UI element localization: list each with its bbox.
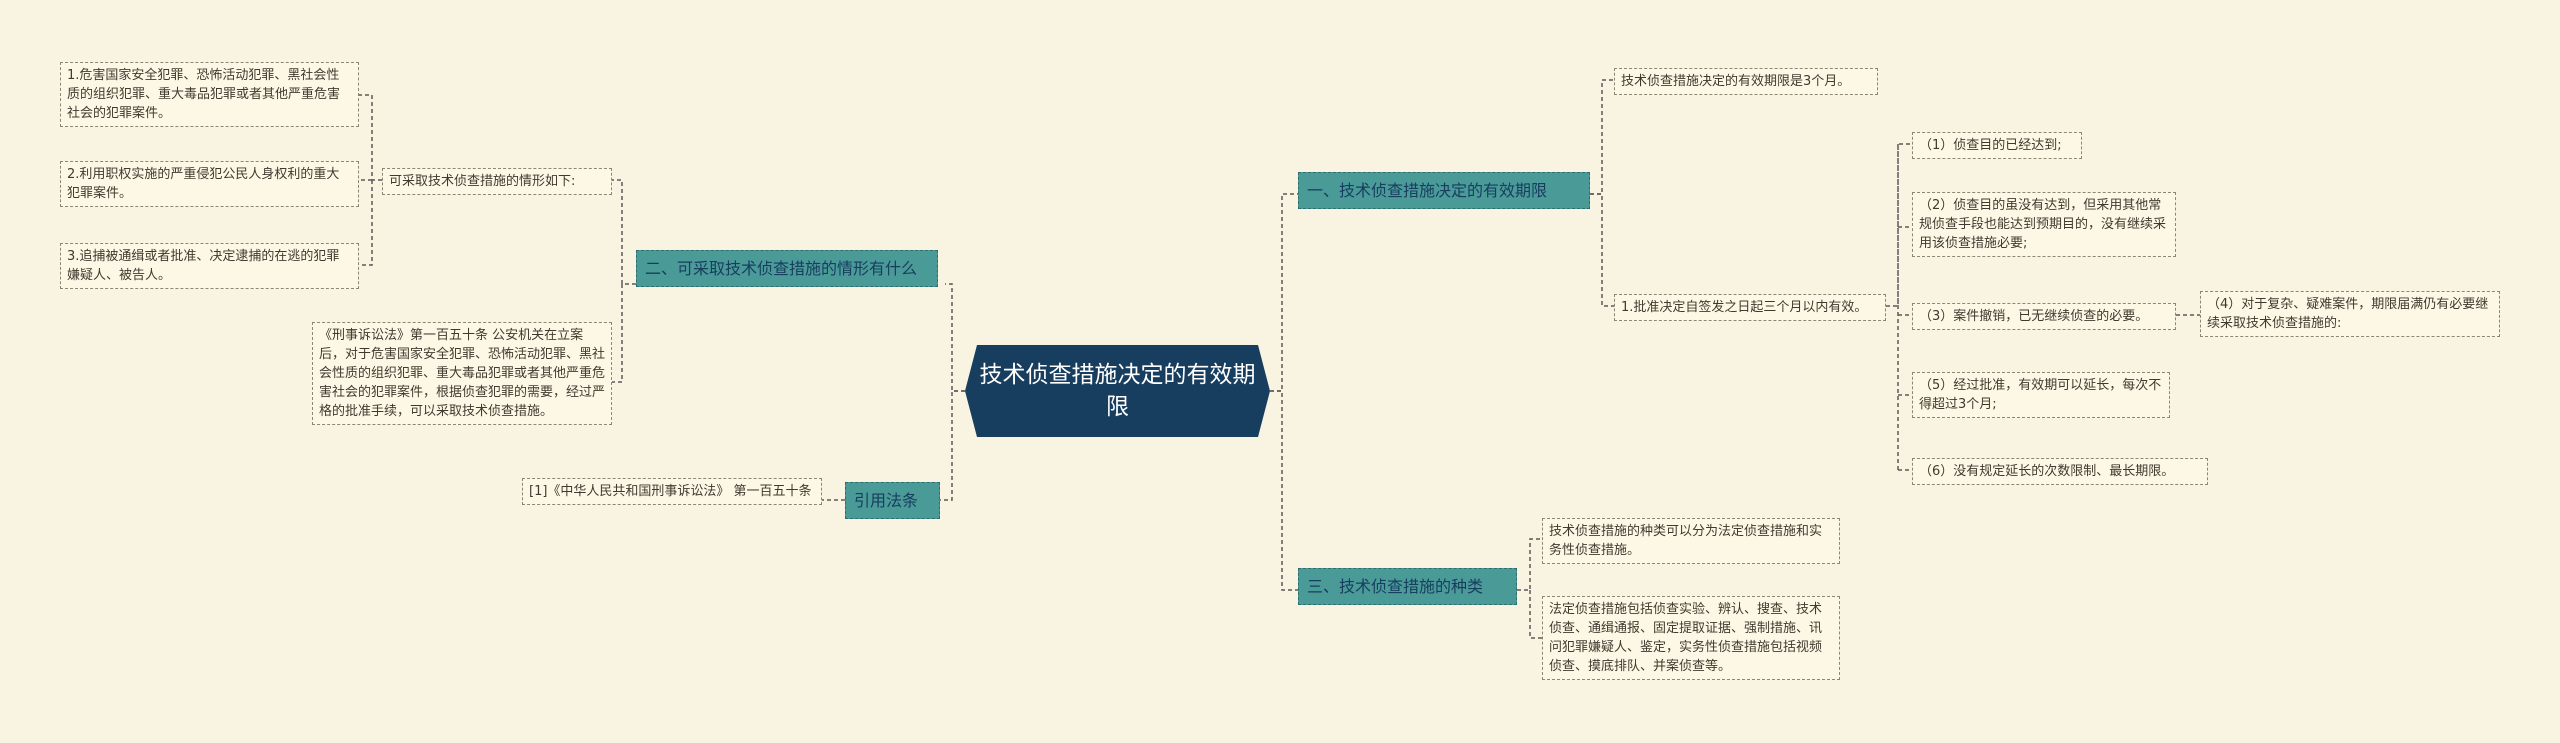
leaf-condition-1[interactable]: （1）侦查目的已经达到; [1912, 132, 2082, 159]
link-b1-c2 [1590, 193, 1614, 307]
leaf-situation-2[interactable]: 2.利用职权实施的严重侵犯公民人身权利的重大犯罪案件。 [60, 161, 359, 207]
leaf-condition-6[interactable]: （6）没有规定延长的次数限制、最长期限。 [1912, 458, 2208, 485]
leaf-cited-law-reference[interactable]: [1]《中华人民共和国刑事诉讼法》 第一百五十条 [522, 478, 822, 505]
leaf-condition-3[interactable]: （3）案件撤销，已无继续侦查的必要。 [1912, 303, 2176, 330]
leaf-approval-effective[interactable]: 1.批准决定自签发之日起三个月以内有效。 [1614, 294, 1886, 321]
leaf-situation-3[interactable]: 3.追捕被通缉或者批准、决定逮捕的在逃的犯罪嫌疑人、被告人。 [60, 243, 359, 289]
leaf-situations-intro[interactable]: 可采取技术侦查措施的情形如下: [382, 168, 612, 195]
branch-cited-law[interactable]: 引用法条 [845, 482, 940, 519]
link-root-b1 [1270, 193, 1298, 392]
leaf-criminal-procedure-article[interactable]: 《刑事诉讼法》第一百五十条 公安机关在立案后，对于危害国家安全犯罪、恐怖活动犯罪… [312, 322, 612, 425]
branch-measure-types[interactable]: 三、技术侦查措施的种类 [1298, 568, 1517, 605]
link-root-b4 [940, 390, 965, 501]
branch-applicable-situations[interactable]: 二、可采取技术侦查措施的情形有什么 [636, 250, 938, 287]
leaf-types-detail[interactable]: 法定侦查措施包括侦查实验、辨认、搜查、技术侦查、通缉通报、固定提取证据、强制措施… [1542, 596, 1840, 680]
link-root-b3 [1270, 390, 1298, 591]
leaf-types-overview[interactable]: 技术侦查措施的种类可以分为法定侦查措施和实务性侦查措施。 [1542, 518, 1840, 564]
leaf-condition-2[interactable]: （2）侦查目的虽没有达到，但采用其他常规侦查手段也能达到预期目的，没有继续采用该… [1912, 192, 2176, 257]
link-c2-gc [1886, 143, 1912, 471]
leaf-situation-1[interactable]: 1.危害国家安全犯罪、恐怖活动犯罪、黑社会性质的组织犯罪、重大毒品犯罪或者其他严… [60, 62, 359, 127]
leaf-condition-5[interactable]: （5）经过批准，有效期可以延长，每次不得超过3个月; [1912, 372, 2170, 418]
root-topic[interactable]: 技术侦查措施决定的有效期限 [965, 345, 1270, 437]
leaf-validity-three-months[interactable]: 技术侦查措施决定的有效期限是3个月。 [1614, 68, 1878, 95]
link-b3-c [1517, 538, 1542, 639]
leaf-condition-4[interactable]: （4）对于复杂、疑难案件，期限届满仍有必要继续采取技术侦查措施的: [2200, 291, 2500, 337]
link-root-b2 [945, 283, 965, 392]
branch-validity-period[interactable]: 一、技术侦查措施决定的有效期限 [1298, 172, 1590, 209]
link-b2-c [612, 179, 636, 383]
link-c21-gc [359, 94, 382, 266]
link-b1-c1 [1590, 79, 1614, 195]
